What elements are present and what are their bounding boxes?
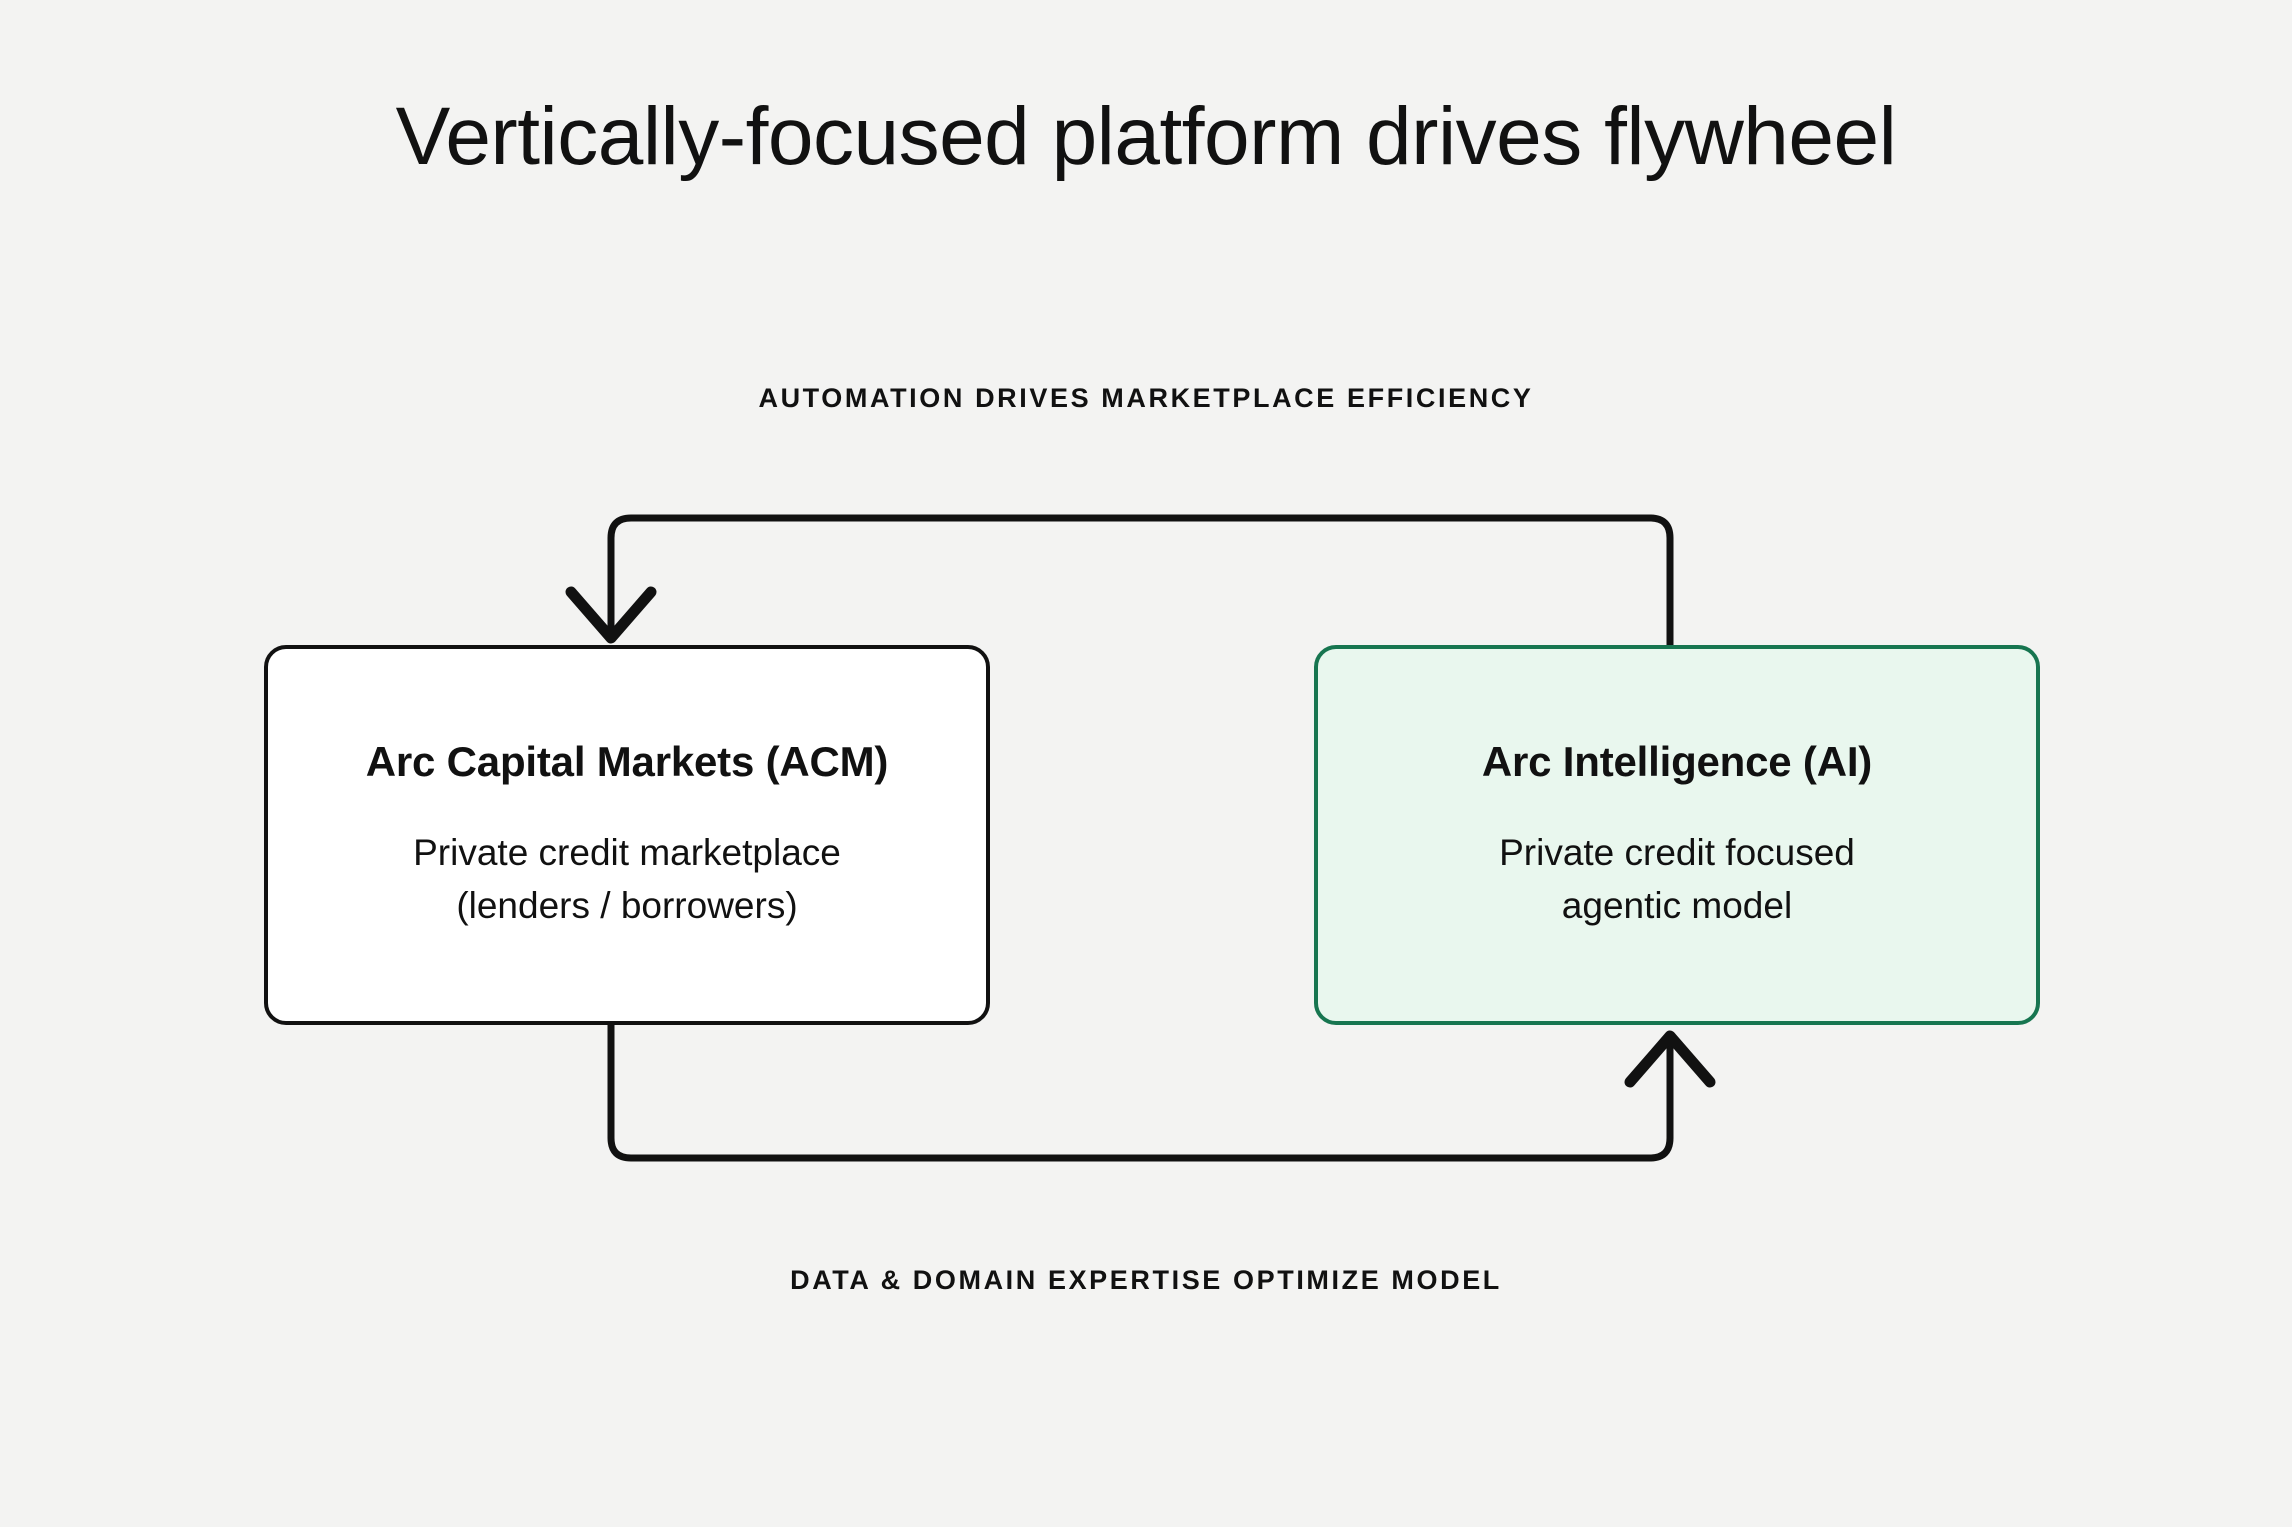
arrowhead-up-icon	[1624, 1030, 1716, 1088]
node-title-ai: Arc Intelligence (AI)	[1481, 738, 1873, 786]
connector-label-top: AUTOMATION DRIVES MARKETPLACE EFFICIENCY	[758, 383, 1534, 413]
node-description-ai-line-1: Private credit focused	[1499, 831, 1855, 873]
node-title-acm: Arc Capital Markets (ACM)	[365, 738, 889, 786]
connector-label-bottom: DATA & DOMAIN EXPERTISE OPTIMIZE MODEL	[790, 1265, 1502, 1295]
node-arc-capital-markets[interactable]: Arc Capital Markets (ACM) Private credit…	[264, 645, 990, 1025]
page-title: Vertically-focused platform drives flywh…	[395, 91, 1897, 182]
arrowhead-down-icon	[565, 586, 657, 644]
node-description-acm-line-1: Private credit marketplace	[413, 831, 841, 873]
connector-path-acm-to-ai	[607, 1025, 1674, 1162]
node-description-ai: Private credit focused agentic model	[1499, 826, 1855, 933]
connector-path-ai-to-acm	[607, 514, 1674, 645]
node-description-acm-line-2: (lenders / borrowers)	[456, 885, 798, 927]
node-description-ai-line-2: agentic model	[1561, 885, 1793, 927]
node-arc-intelligence[interactable]: Arc Intelligence (AI) Private credit foc…	[1314, 645, 2040, 1025]
node-description-acm: Private credit marketplace (lenders / bo…	[413, 826, 841, 933]
